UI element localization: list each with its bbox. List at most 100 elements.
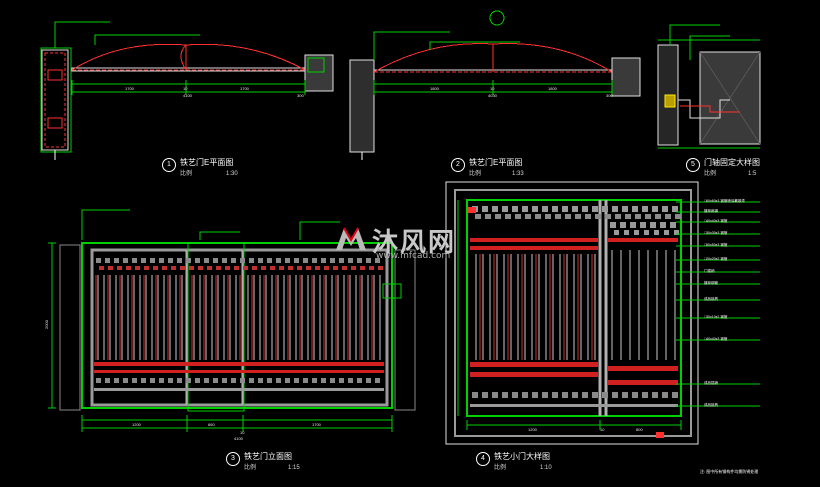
gate-pattern-cell: [592, 206, 598, 212]
gate-pattern-cell: [117, 266, 122, 270]
gate-pattern-cell: [94, 370, 384, 373]
drawing-5-title: 门轴固定大样图: [704, 158, 760, 167]
gate-pattern-cell: [207, 266, 212, 270]
gate-pattern-cell: [542, 392, 548, 398]
gate-pattern-cell: [482, 392, 488, 398]
gate-pattern-cell: [662, 392, 668, 398]
drawing-3-scale: 1:15: [288, 465, 300, 471]
detail-4-callout: 成品插销: [704, 381, 718, 385]
gate-pattern-cell: [595, 214, 601, 219]
gate-pattern-cell: [276, 258, 281, 263]
plan-2-dim-post: 300: [606, 93, 613, 98]
drawing-2-title: 铁艺门E平面图: [469, 158, 523, 167]
elevation-dim-mid: 660: [208, 422, 215, 427]
gate-pattern-cell: [495, 214, 501, 219]
gate-pattern-cell: [655, 214, 661, 219]
gate-pattern-cell: [475, 214, 481, 219]
plan-2-dim-right: 1800: [548, 86, 557, 91]
gate-pattern-cell: [632, 392, 638, 398]
drawing-3-number: 3: [226, 452, 240, 466]
gate-pattern-cell: [303, 258, 308, 263]
detail-4-callout: □20x20x2 钢管: [704, 257, 728, 261]
gate-pattern-cell: [222, 378, 227, 383]
gate-pattern-cell: [572, 206, 578, 212]
gate-pattern-cell: [375, 378, 380, 383]
watermark-logo-mark: [334, 224, 368, 252]
drawing-3-title: 铁艺门立面图: [244, 452, 292, 461]
detail-4-callout: □60x60x3 钢管喷涂氟碳漆: [704, 199, 745, 203]
gate-pattern-cell: [555, 214, 561, 219]
plan-2-dim-left: 1800: [430, 86, 439, 91]
gate-pattern-cell: [132, 378, 137, 383]
gate-pattern-cell: [231, 258, 236, 263]
gate-pattern-cell: [632, 206, 638, 212]
detail-4-callout: □30x30x3 钢管: [704, 231, 728, 235]
gate-pattern-cell: [135, 266, 140, 270]
gate-pattern-cell: [252, 266, 257, 270]
gate-pattern-cell: [162, 266, 167, 270]
plan-1-dim-total: 4100: [183, 93, 192, 98]
gate-pattern-cell: [315, 266, 320, 270]
detail-dim-right: 800: [636, 427, 643, 432]
gate-pattern-cell: [640, 222, 646, 228]
gate-pattern-cell: [545, 214, 551, 219]
gate-pattern-cell: [357, 378, 362, 383]
detail-4-linework: [445, 181, 760, 445]
elevation-dim-left: 1200: [132, 422, 141, 427]
detail-4-callout: 镀锌扁钢: [704, 209, 718, 213]
gate-pattern-cell: [288, 266, 293, 270]
detail-4-callout: □50x50x3 钢管: [704, 243, 728, 247]
gate-pattern-cell: [665, 214, 671, 219]
gate-pattern-cell: [159, 258, 164, 263]
gate-pattern-cell: [132, 258, 137, 263]
gate-pattern-cell: [168, 258, 173, 263]
gate-pattern-cell: [96, 258, 101, 263]
gate-pattern-cell: [333, 266, 338, 270]
gate-pattern-cell: [195, 258, 200, 263]
gate-pattern-cell: [312, 378, 317, 383]
footnote: 注: 图中所有钢构件均需防锈处理: [700, 469, 759, 474]
drawing-1-scale-label: 比例: [180, 171, 193, 177]
plan-2-dim-total: 4030: [488, 93, 497, 98]
gate-pattern-cell: [360, 266, 365, 270]
gate-pattern-cell: [532, 392, 538, 398]
gate-pattern-cell: [375, 258, 380, 263]
detail-dim-gap: 10: [600, 427, 605, 432]
gate-pattern-cell: [177, 378, 182, 383]
gate-pattern-cell: [330, 258, 335, 263]
gate-pattern-cell: [186, 258, 191, 263]
drawing-2-scale: 1:33: [512, 171, 524, 177]
gate-pattern-cell: [552, 206, 558, 212]
gate-pattern-cell: [615, 214, 621, 219]
gate-pattern-cell: [258, 258, 263, 263]
gate-pattern-cell: [240, 258, 245, 263]
gate-pattern-cell: [585, 214, 591, 219]
drawing-1-scale: 1:30: [226, 171, 238, 177]
gate-pattern-cell: [267, 378, 272, 383]
gate-pattern-cell: [240, 378, 245, 383]
gate-pattern-cell: [662, 206, 668, 212]
gate-pattern-cell: [492, 206, 498, 212]
detail-dim-left: 1200: [528, 427, 537, 432]
elevation-dim-right: 1700: [312, 422, 321, 427]
gate-pattern-cell: [141, 378, 146, 383]
gate-pattern-cell: [602, 392, 608, 398]
plan-1-linework: [40, 21, 334, 160]
plan-1-dim-right: 1700: [240, 86, 249, 91]
gate-pattern-cell: [605, 214, 611, 219]
gate-pattern-cell: [150, 378, 155, 383]
gate-pattern-cell: [644, 230, 649, 235]
gate-pattern-cell: [159, 378, 164, 383]
gate-pattern-cell: [231, 378, 236, 383]
gate-pattern-cell: [654, 230, 659, 235]
watermark-url: www.mfcad.com: [376, 251, 451, 261]
elevation-dim-gap: 10: [240, 430, 245, 435]
gate-pattern-cell: [249, 378, 254, 383]
gate-pattern-cell: [357, 258, 362, 263]
gate-pattern-cell: [114, 378, 119, 383]
detail-4-callout: □40x40x3 钢管: [704, 219, 728, 223]
gate-pattern-cell: [330, 378, 335, 383]
gate-pattern-cell: [565, 214, 571, 219]
